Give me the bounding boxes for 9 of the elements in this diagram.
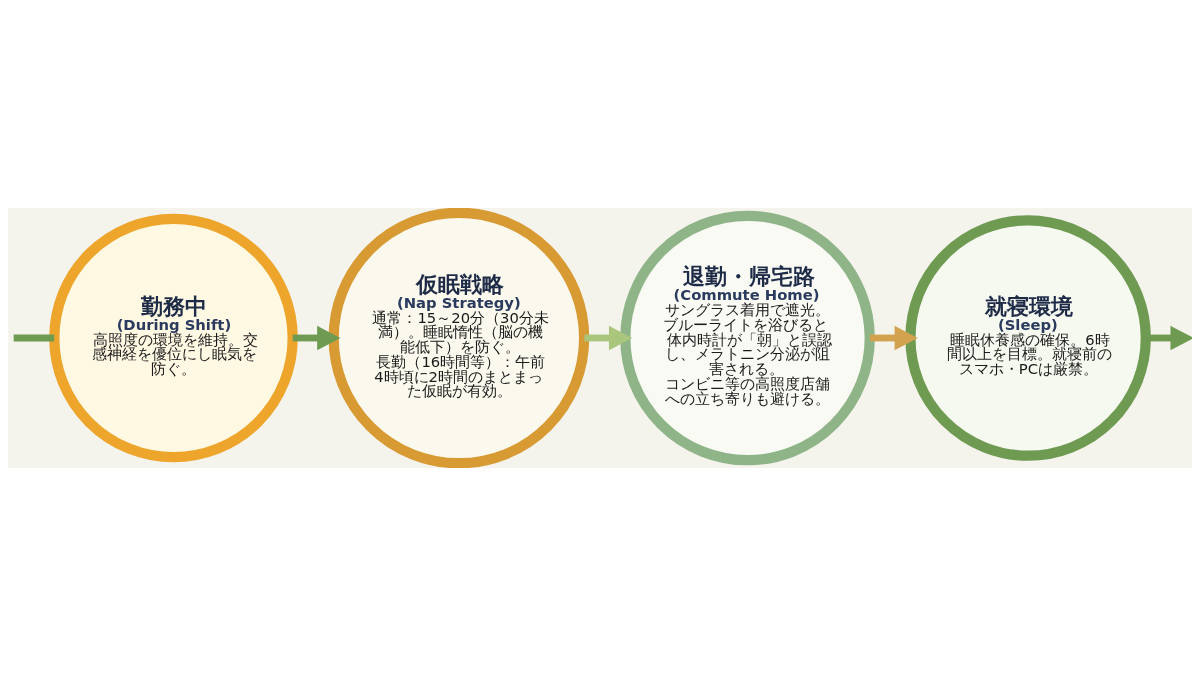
arrow	[1145, 325, 1192, 350]
connector	[13, 334, 55, 341]
node-circle: 勤務中 (During Shift) 高照度の環境を維持。交感神経を優位にし眠気を防ぐ。	[49, 213, 298, 462]
node-circle: 仮眠戦略 (Nap Strategy) 通常：15～20分（30分未満）。睡眠惰性（脳の機能低下）を防ぐ。 長勤（16時間等）：午前4時頃に2時間のまとまった仮眠が有効。	[328, 207, 590, 468]
node-circle: 就寝環境 (Sleep) 睡眠休養感の確保。6時間以上を目標。就寝前のスマホ・PCは厳禁。	[905, 214, 1151, 461]
node-circle: 退勤・帰宅路 (Commute Home) サングラス着用で遮光。ブルーライトを浴びると体内時計が「朝」と誤認し、メラトニン分泌が阻害される。 コンビニ等の高照度店舗への立ち寄りも避ける。	[620, 210, 875, 465]
arrow	[292, 325, 341, 350]
arrow	[869, 325, 918, 350]
arrow	[584, 325, 633, 350]
